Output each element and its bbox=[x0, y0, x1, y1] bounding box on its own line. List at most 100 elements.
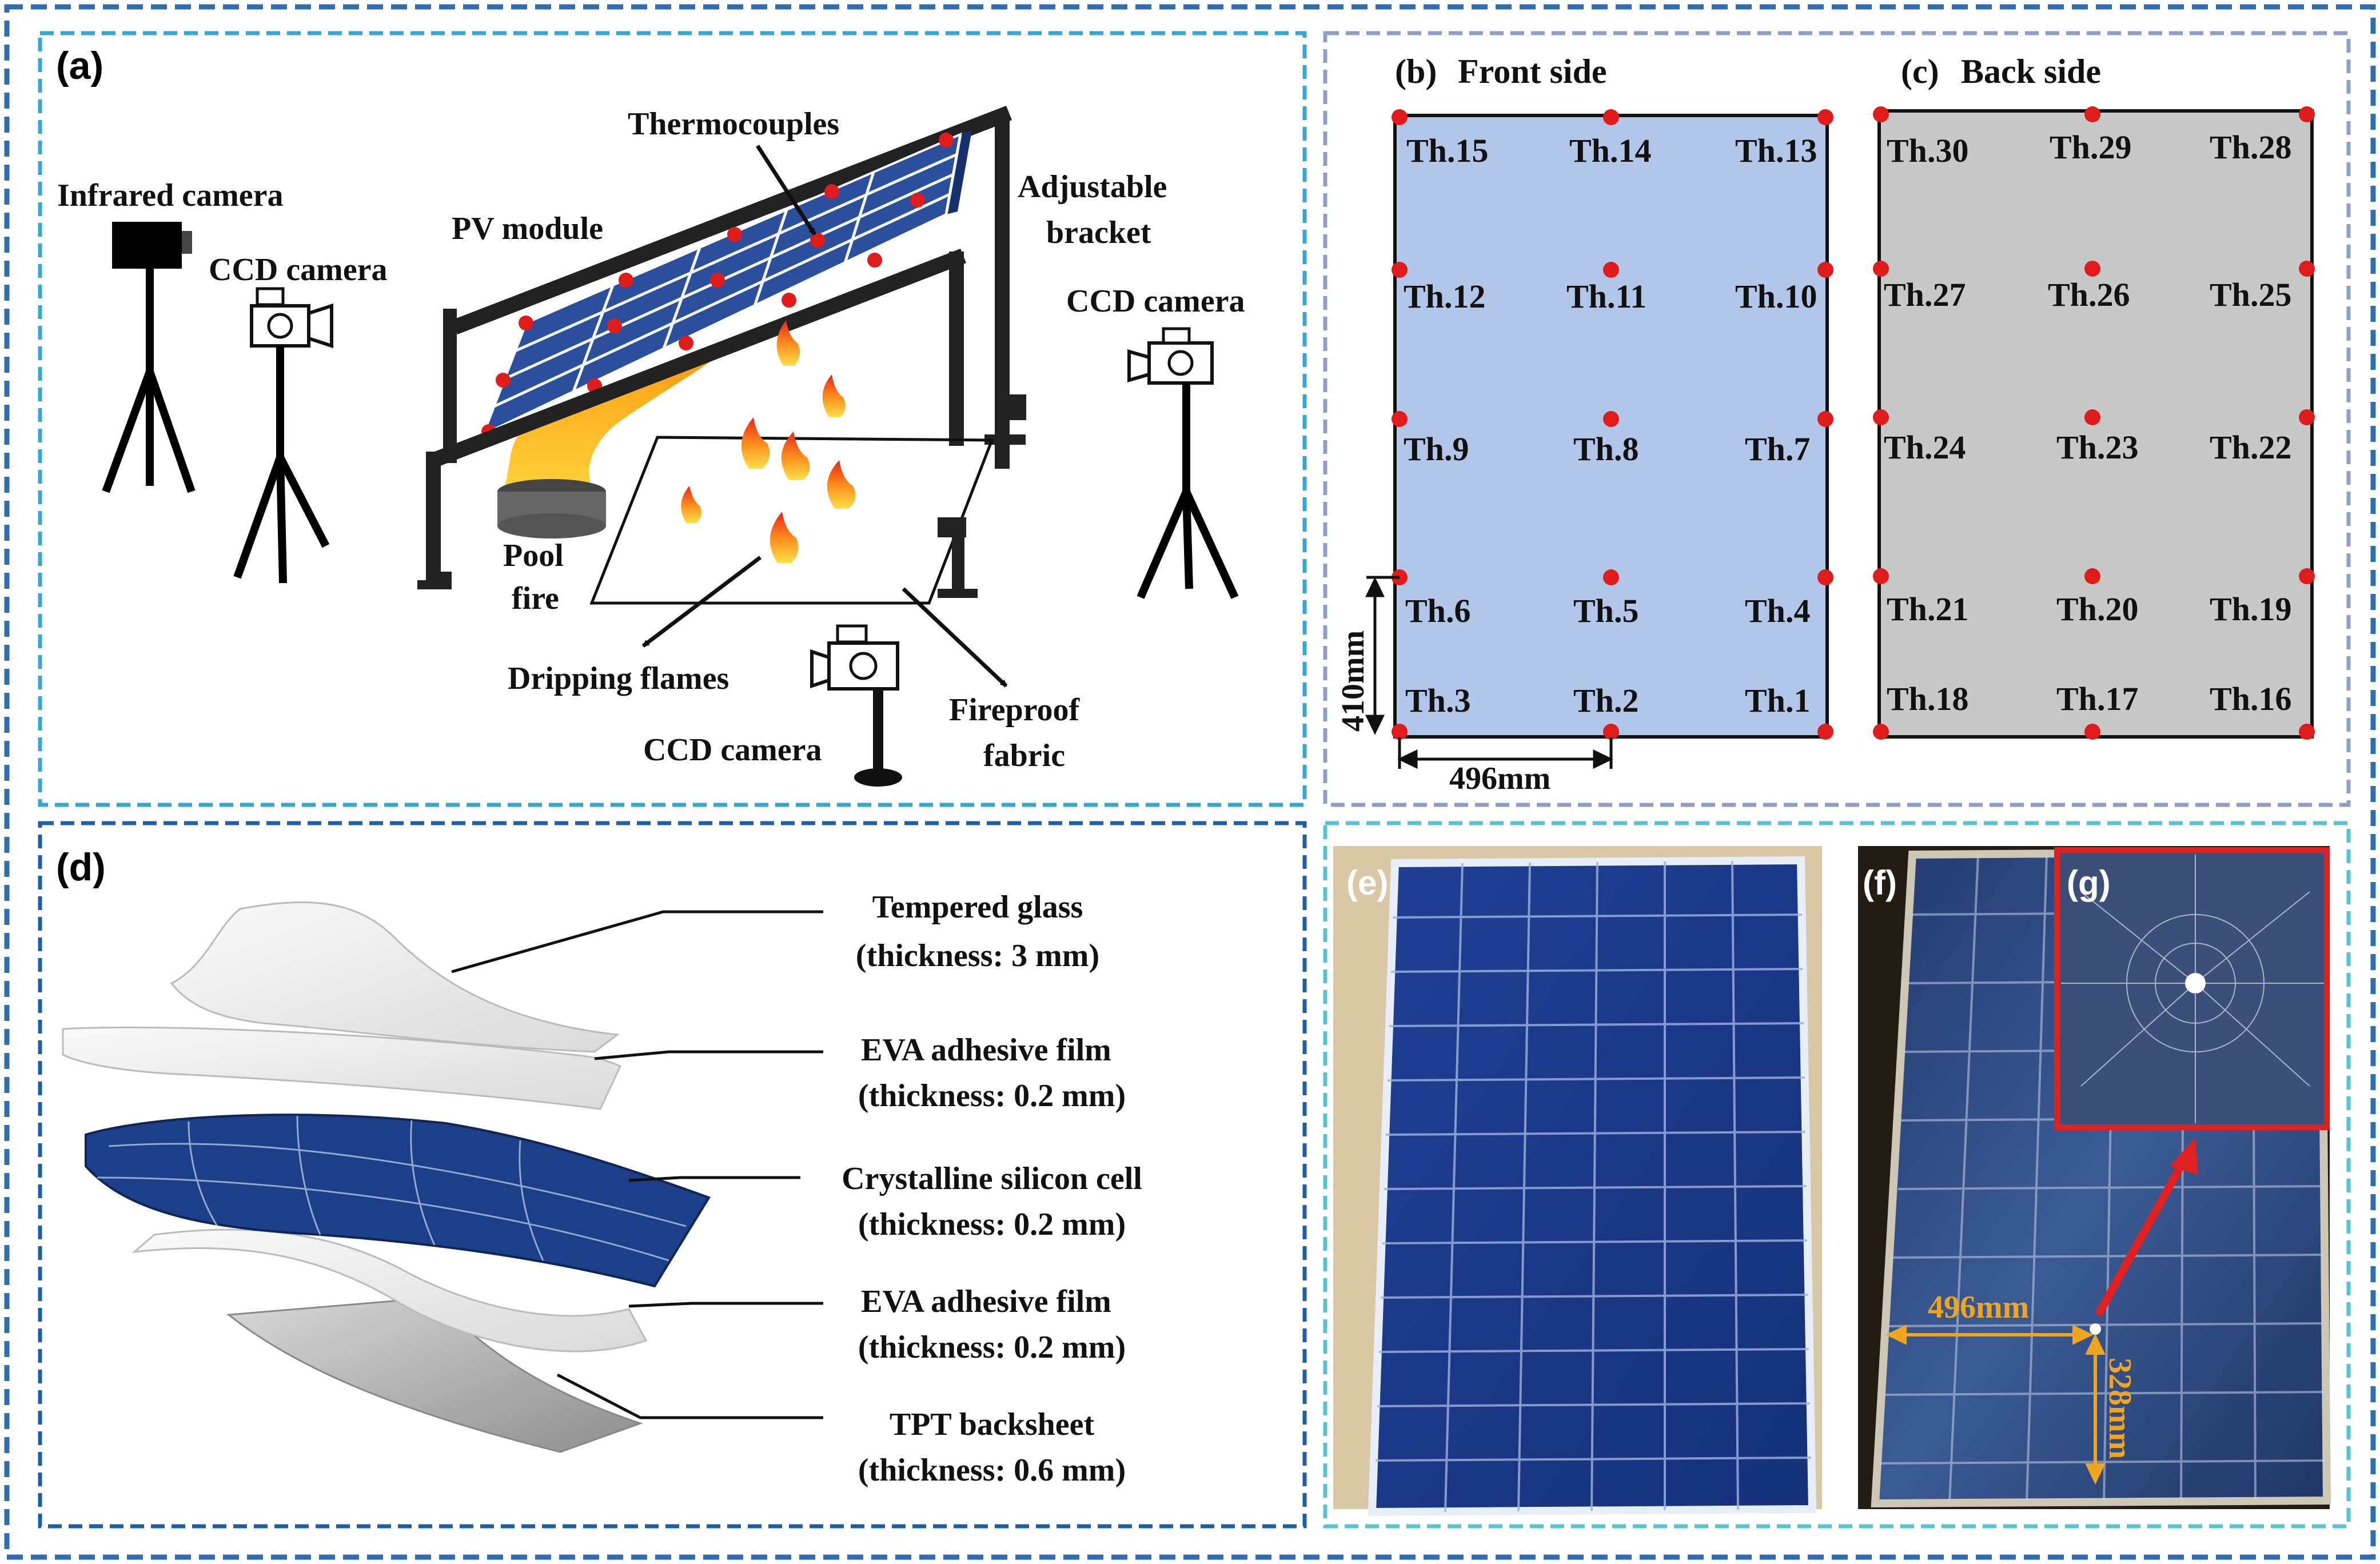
front-label-th13: Th.13 bbox=[1735, 132, 1817, 169]
layer-5-name: TPT backsheet bbox=[890, 1407, 1095, 1442]
back-label-th26: Th.26 bbox=[2048, 276, 2130, 313]
ccd-camera-bottom-label: CCD camera bbox=[643, 732, 822, 768]
panel-a-border bbox=[38, 31, 1307, 807]
thermocouples-label: Thermocouples bbox=[628, 106, 839, 142]
front-label-th9: Th.9 bbox=[1404, 430, 1469, 468]
panel-d: (d) bbox=[38, 821, 1307, 1529]
layer-3-name: Crystalline silicon cell bbox=[842, 1161, 1142, 1196]
back-label-th21: Th.21 bbox=[1887, 591, 1968, 628]
fireproof-fabric bbox=[589, 436, 994, 605]
front-label-th10: Th.10 bbox=[1735, 278, 1817, 315]
dripping-flames-arrow bbox=[641, 556, 762, 648]
fabric-label: fabric bbox=[983, 738, 1065, 773]
photo-f-dim-vertical-label: 328mm bbox=[2102, 1358, 2138, 1459]
front-dim-vertical-label: 410mm bbox=[1335, 631, 1371, 732]
panel-g-tag: (g) bbox=[2067, 864, 2111, 902]
eva-film-bottom-layer bbox=[131, 1228, 648, 1352]
outer-frame bbox=[4, 4, 2376, 1560]
pool-label: Pool bbox=[503, 538, 564, 573]
panel-b-tag: (b) bbox=[1395, 53, 1437, 90]
layer-leader-lines bbox=[451, 910, 823, 1419]
layer-5-thickness: (thickness: 0.6 mm) bbox=[858, 1453, 1126, 1488]
back-label-th19: Th.19 bbox=[2210, 591, 2291, 628]
panel-c-tag: (c) bbox=[1901, 53, 1939, 90]
back-label-th20: Th.20 bbox=[2056, 591, 2138, 628]
front-label-th6: Th.6 bbox=[1405, 592, 1470, 629]
front-label-th5: Th.5 bbox=[1573, 592, 1639, 629]
adjustable-label: Adjustable bbox=[1018, 169, 1167, 205]
front-dimension-lines bbox=[1365, 576, 1613, 769]
ccd-camera-bottom-icon bbox=[810, 624, 902, 787]
front-thermocouple-markers bbox=[1392, 109, 1833, 740]
layer-4-thickness: (thickness: 0.2 mm) bbox=[858, 1330, 1126, 1365]
fireproof-fabric-arrow bbox=[902, 587, 1008, 688]
photo-e-pv-panel bbox=[1368, 856, 1817, 1517]
back-label-th28: Th.28 bbox=[2210, 129, 2291, 166]
front-label-th7: Th.7 bbox=[1745, 430, 1810, 468]
layer-1-name: Tempered glass bbox=[872, 889, 1083, 925]
ccd-camera-left-icon bbox=[233, 287, 333, 584]
back-label-th16: Th.16 bbox=[2210, 680, 2291, 717]
front-label-th12: Th.12 bbox=[1404, 278, 1485, 315]
panel-c-title: Back side bbox=[1961, 53, 2101, 90]
thermocouples-arrow bbox=[756, 145, 816, 236]
front-label-th8: Th.8 bbox=[1573, 430, 1639, 468]
panel-e-tag: (e) bbox=[1346, 864, 1388, 902]
back-label-th25: Th.25 bbox=[2210, 276, 2291, 313]
front-label-th3: Th.3 bbox=[1405, 682, 1470, 719]
crystalline-silicon-layer bbox=[85, 1114, 711, 1288]
back-thermocouple-markers bbox=[1873, 106, 2315, 740]
tpt-backsheet-layer bbox=[226, 1296, 643, 1453]
bracket-legs-right bbox=[417, 517, 978, 598]
panel-b-title: Front side bbox=[1458, 53, 1607, 90]
infrared-camera-label: Infrared camera bbox=[57, 178, 284, 213]
front-dim-horizontal-label: 496mm bbox=[1449, 761, 1550, 796]
panel-f-tag: (f) bbox=[1863, 864, 1897, 902]
front-label-th1: Th.1 bbox=[1745, 682, 1810, 719]
flames-group bbox=[681, 320, 856, 563]
bracket-label: bracket bbox=[1046, 215, 1151, 250]
ccd-camera-right-icon bbox=[1127, 327, 1239, 599]
fire-plume bbox=[503, 337, 743, 492]
back-label-th23: Th.23 bbox=[2056, 429, 2138, 466]
back-label-th29: Th.29 bbox=[2050, 129, 2131, 166]
inset-callout-arrow bbox=[2094, 1138, 2198, 1317]
inset-g bbox=[2054, 847, 2330, 1130]
back-label-th17: Th.17 bbox=[2056, 680, 2138, 717]
back-label-th24: Th.24 bbox=[1884, 429, 1966, 466]
ccd-camera-right-label: CCD camera bbox=[1066, 284, 1245, 319]
front-label-th4: Th.4 bbox=[1745, 592, 1810, 629]
panel-a-tag: (a) bbox=[56, 44, 103, 87]
panel-a: (a) Infrared camera CCD camera bbox=[38, 31, 1307, 807]
pool-fire-pan bbox=[497, 479, 606, 538]
layer-1-thickness: (thickness: 3 mm) bbox=[856, 938, 1099, 973]
layer-2-name: EVA adhesive film bbox=[861, 1032, 1111, 1068]
layer-3-thickness: (thickness: 0.2 mm) bbox=[858, 1207, 1126, 1242]
front-label-th14: Th.14 bbox=[1569, 132, 1651, 169]
panel-efg: (e) (f) bbox=[1323, 821, 2351, 1529]
ccd-camera-left-label: CCD camera bbox=[209, 252, 388, 288]
back-label-th18: Th.18 bbox=[1887, 680, 1968, 717]
fire-label: fire bbox=[512, 581, 559, 616]
back-label-th27: Th.27 bbox=[1884, 276, 1966, 313]
front-label-th11: Th.11 bbox=[1566, 278, 1647, 315]
panel-d-tag: (d) bbox=[56, 845, 106, 889]
layer-4-name: EVA adhesive film bbox=[861, 1284, 1111, 1319]
back-label-th22: Th.22 bbox=[2210, 429, 2291, 466]
layer-2-thickness: (thickness: 0.2 mm) bbox=[858, 1078, 1126, 1114]
adjustable-bracket-front bbox=[426, 249, 966, 589]
dripping-flames-label: Dripping flames bbox=[508, 661, 729, 696]
eva-film-top-layer bbox=[62, 1026, 622, 1110]
panel-bc: (b) Front side (c) Back side Th.15 Th.14… bbox=[1323, 31, 2351, 807]
front-label-th2: Th.2 bbox=[1573, 682, 1639, 719]
infrared-camera-icon bbox=[102, 222, 196, 493]
fireproof-label: Fireproof bbox=[949, 692, 1080, 728]
tempered-glass-layer bbox=[170, 901, 620, 1053]
photo-f-dim-horizontal-label: 496mm bbox=[1928, 1290, 2029, 1325]
panel-bc-border bbox=[1323, 31, 2351, 807]
pv-module-label: PV module bbox=[452, 211, 603, 246]
front-label-th15: Th.15 bbox=[1406, 132, 1488, 169]
photo-f-dimension-lines bbox=[1885, 1324, 2106, 1485]
adjustable-bracket-back bbox=[452, 106, 1026, 469]
